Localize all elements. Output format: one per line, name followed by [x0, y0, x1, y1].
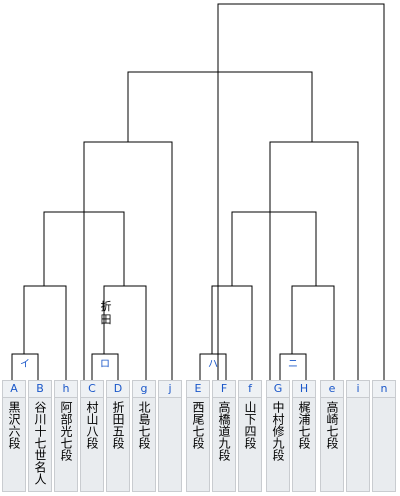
player-name: 黒沢六段 [7, 401, 21, 449]
slot-code: F [213, 381, 235, 398]
slot-A[interactable]: A 黒沢六段 [2, 380, 26, 492]
slot-h[interactable]: h 阿部光七段 [54, 380, 78, 492]
slot-code: h [55, 381, 77, 398]
player-name: 谷川十七世名人 [33, 401, 47, 485]
slot-F[interactable]: F 高橋道九段 [212, 380, 236, 492]
bracket-line-right-qf [269, 141, 359, 380]
slot-D[interactable]: D 折田五段 [106, 380, 130, 492]
block-box-i [11, 353, 39, 380]
slot-code: j [159, 381, 181, 398]
slot-E[interactable]: E 西尾七段 [186, 380, 210, 492]
block-label-ni: ニ [288, 359, 298, 370]
slot-G[interactable]: G 中村修九段 [266, 380, 290, 492]
slot-code: n [373, 381, 395, 398]
player-name: 西尾七段 [191, 401, 205, 449]
block-label-i: イ [20, 359, 30, 370]
slot-code: E [187, 381, 209, 398]
block-box-ni [279, 353, 307, 380]
bracket-line-left-qf [83, 141, 173, 380]
slot-f[interactable]: f 山下四段 [238, 380, 262, 492]
player-name: 北島七段 [137, 401, 151, 449]
tournament-bracket: イ ロ ハ ニ [11, 3, 385, 380]
block-label-ro: ロ [100, 359, 110, 370]
player-name: 阿部光七段 [59, 401, 73, 461]
block-label-ha: ハ [208, 359, 218, 370]
slot-code: B [29, 381, 51, 398]
player-name: 高橋道九段 [217, 401, 231, 461]
bracket-line-semi [127, 71, 313, 142]
slot-code: e [321, 381, 343, 398]
winner-annotation: 折田 [100, 300, 112, 326]
bracket-line-a-h [23, 285, 67, 380]
slot-code: A [3, 381, 25, 398]
slot-e[interactable]: e 高崎七段 [320, 380, 344, 492]
player-name: 村山八段 [85, 401, 99, 449]
player-name: 梶浦七段 [297, 401, 311, 449]
block-box-ha [199, 353, 227, 380]
slot-n[interactable]: n [372, 380, 396, 492]
bracket-line-f-f [211, 285, 253, 380]
bracket-line-h-e [291, 285, 335, 380]
slot-code: g [133, 381, 155, 398]
slot-H[interactable]: H 梶浦七段 [292, 380, 316, 492]
slot-B[interactable]: B 谷川十七世名人 [28, 380, 52, 492]
bracket-line-right-r2 [231, 211, 317, 286]
player-name: 高崎七段 [325, 401, 339, 449]
player-name: 山下四段 [243, 401, 257, 449]
block-box-ro [91, 353, 119, 380]
slot-code: G [267, 381, 289, 398]
slot-code: H [293, 381, 315, 398]
slot-code: f [239, 381, 261, 398]
slot-code: C [81, 381, 103, 398]
bracket-line-d-g [103, 285, 147, 380]
slot-i[interactable]: i [346, 380, 370, 492]
slot-code: i [347, 381, 369, 398]
bracket-line-left-r2 [43, 211, 125, 286]
slot-g[interactable]: g 北島七段 [132, 380, 156, 492]
player-name: 折田五段 [111, 401, 125, 449]
slot-code: D [107, 381, 129, 398]
player-name: 中村修九段 [271, 401, 285, 461]
bracket-line-final [217, 3, 385, 380]
slot-j[interactable]: j [158, 380, 182, 492]
slot-C[interactable]: C 村山八段 [80, 380, 104, 492]
